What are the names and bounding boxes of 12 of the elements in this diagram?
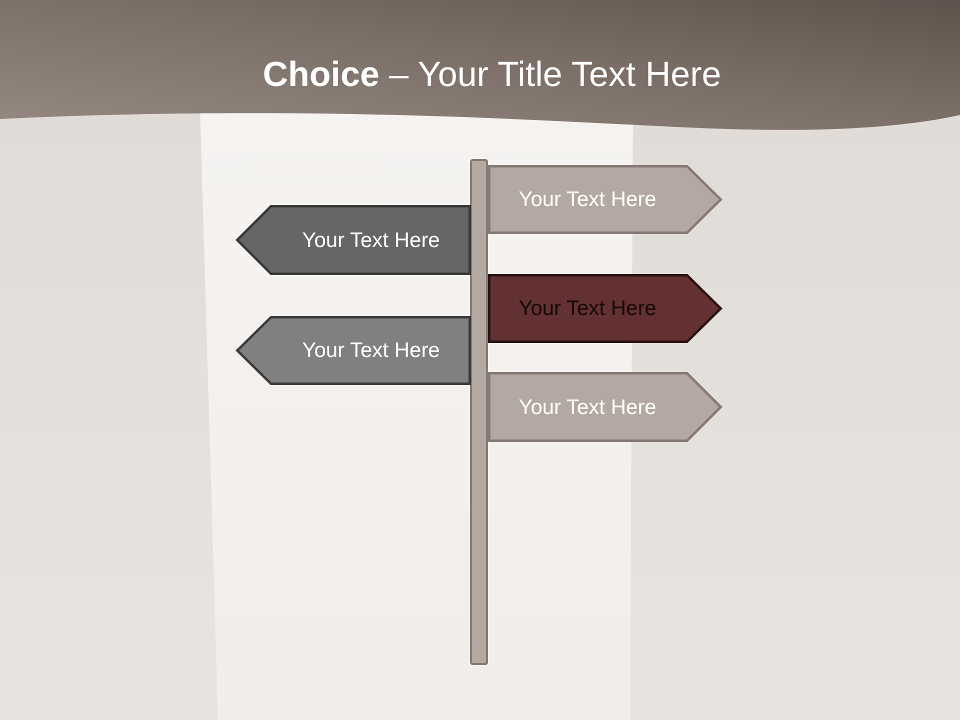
sign-text: Your Text Here [518, 296, 656, 321]
arrow-sign [488, 372, 722, 442]
sign-text: Your Text Here [518, 187, 656, 212]
sign-text: Your Text Here [518, 394, 656, 420]
slide-title: Choice – Your Title Text Here [262, 54, 722, 96]
sign-text: Your Text Here [302, 228, 440, 252]
arrow-sign [236, 316, 471, 385]
arrow-sign [488, 165, 722, 234]
sign-text: Your Text Here [302, 338, 440, 363]
signpost-pole [470, 159, 488, 665]
arrow-sign [236, 205, 471, 275]
arrow-sign [488, 274, 722, 343]
